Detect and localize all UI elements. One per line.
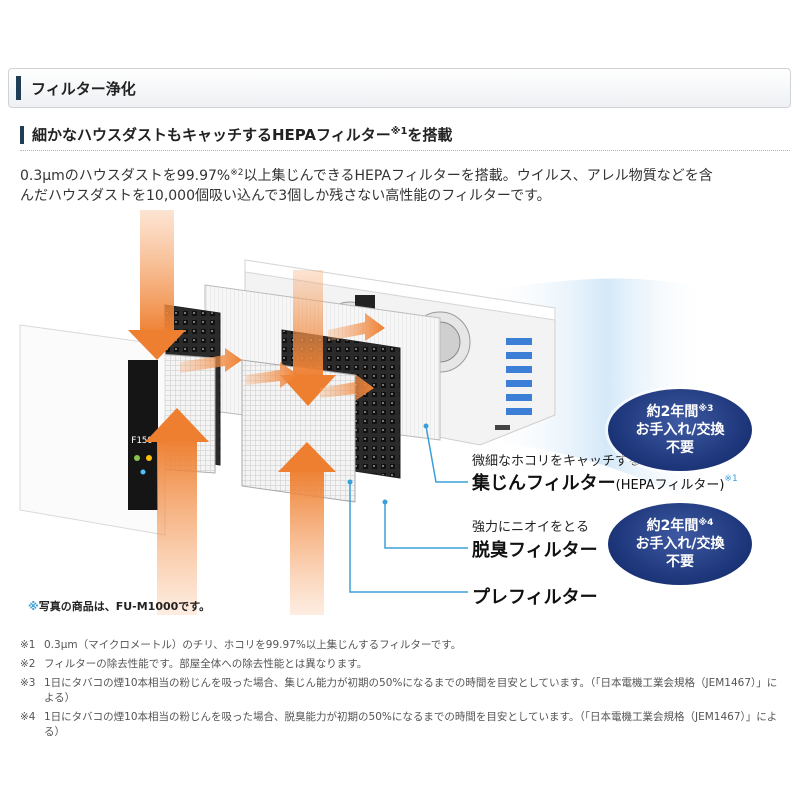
footnote-text: 1日にタバコの煙10本相当の粉じんを吸った場合、脱臭能力が初期の50%になるまで… xyxy=(44,711,778,738)
hepa-label-sup: ※1 xyxy=(724,474,738,484)
footnotes: ※1 0.3μm（マイクロメートル）のチリ、ホコリを99.97%以上集じんするフィ… xyxy=(20,638,780,744)
bubble-line-3: 不要 xyxy=(666,440,694,456)
heading-main: 細かなハウスダストもキャッチするHEPAフィルター xyxy=(32,126,391,144)
leader-lines xyxy=(347,423,468,593)
bubble-sup: ※3 xyxy=(698,404,714,414)
hepa-label-paren: (HEPAフィルター) xyxy=(615,478,725,493)
footnote: ※1 0.3μm（マイクロメートル）のチリ、ホコリを99.97%以上集じんするフィ… xyxy=(20,638,780,653)
bubble-line-2: お手入れ/交換 xyxy=(635,536,725,552)
maintenance-bubble-hepa: 約2年間※3 お手入れ/交換 不要 xyxy=(608,389,752,471)
filter-illustration: F150 xyxy=(19,210,710,615)
bubble-line-1: 約2年間※4 xyxy=(608,514,752,535)
footnote-key: ※1 xyxy=(20,639,36,651)
photo-note: ※写真の商品は、FU-M1000です。 xyxy=(28,598,210,614)
footnote: ※2 フィルターの除去性能です。部屋全体への除去性能とは異なります。 xyxy=(20,657,780,672)
footnote-text: フィルターの除去性能です。部屋全体への除去性能とは異なります。 xyxy=(44,658,368,670)
photo-note-mark: ※ xyxy=(28,600,39,613)
footnote: ※3 1日にタバコの煙10本相当の粉じんを吸った場合、集じん能力が初期の50%にな… xyxy=(20,676,780,706)
deodorizing-label: 脱臭フィルター xyxy=(472,540,598,561)
bubble-line-1: 約2年間※3 xyxy=(608,400,752,421)
footnote-key: ※3 xyxy=(20,677,36,689)
footnote-text: 0.3μm（マイクロメートル）のチリ、ホコリを99.97%以上集じんするフィルタ… xyxy=(44,639,462,651)
footnote-key: ※4 xyxy=(20,711,36,723)
heading-suffix: を搭載 xyxy=(407,126,453,144)
arrow-down-left xyxy=(128,210,186,360)
sub-heading-bar xyxy=(20,126,24,144)
bubble-line-2: お手入れ/交換 xyxy=(635,422,725,438)
footnote: ※4 1日にタバコの煙10本相当の粉じんを吸った場合、脱臭能力が初期の50%になる… xyxy=(20,710,780,740)
arrow-up-left xyxy=(145,408,209,615)
display-readout: F150 xyxy=(131,436,153,446)
arrow-right-1 xyxy=(180,348,242,373)
intro-line-2: んだハウスダストを10,000個吸い込んで3個しか残さない高性能のフィルターです… xyxy=(20,188,551,204)
leader-hepa xyxy=(425,425,468,483)
footnote-key: ※2 xyxy=(20,658,36,670)
pre-filter-label: プレフィルター xyxy=(472,587,598,608)
front-panel: F150 xyxy=(19,324,166,536)
heading-sup: ※1 xyxy=(390,126,408,137)
hepa-label-main: 集じんフィルター xyxy=(472,473,616,494)
arrow-down-right xyxy=(280,270,336,406)
arrow-right-4 xyxy=(320,374,374,401)
bubble-line-3: 不要 xyxy=(666,554,694,570)
section-title: フィルター浄化 xyxy=(31,80,136,98)
deodorizing-caption: 強力にニオイをとる xyxy=(472,520,590,535)
arrow-right-2 xyxy=(246,362,298,388)
arrow-right-3 xyxy=(328,313,385,341)
blue-vents xyxy=(506,338,532,415)
bubble-period: 約2年間 xyxy=(646,404,699,420)
footnote-text: 1日にタバコの煙10本相当の粉じんを吸った場合、集じん能力が初期の50%になるま… xyxy=(44,677,778,704)
bubble-sup: ※4 xyxy=(698,518,714,528)
leader-pre xyxy=(349,482,468,593)
sub-heading: 細かなハウスダストもキャッチするHEPAフィルター※1を搭載 xyxy=(20,124,790,151)
airflow-arrows xyxy=(128,210,385,615)
maintenance-bubble-deodorizing: 約2年間※4 お手入れ/交換 不要 xyxy=(608,503,752,585)
intro-line-1: 0.3μmのハウスダストを99.97%※2以上集じんできるHEPAフィルターを搭… xyxy=(20,163,780,186)
intro-line-1a: 0.3μmのハウスダストを99.97% xyxy=(20,168,231,184)
intro-line-1b: 以上集じんできるHEPAフィルターを搭載。ウイルス、アレル物質などを含 xyxy=(243,168,713,184)
intro-paragraph: 0.3μmのハウスダストを99.97%※2以上集じんできるHEPAフィルターを搭… xyxy=(20,163,780,206)
leader-deodorizing xyxy=(384,502,468,549)
sub-heading-text: 細かなハウスダストもキャッチするHEPAフィルター※1を搭載 xyxy=(32,124,452,145)
bubble-period: 約2年間 xyxy=(646,518,699,534)
section-header: フィルター浄化 xyxy=(8,68,791,108)
photo-note-text: 写真の商品は、FU-M1000です。 xyxy=(38,600,211,613)
hepa-caption: 微細なホコリをキャッチする xyxy=(472,454,642,469)
section-header-bar xyxy=(16,76,21,100)
hepa-label: 集じんフィルター(HEPAフィルター)※1 xyxy=(472,469,738,495)
arrow-up-right xyxy=(278,442,336,615)
intro-line-1-sup: ※2 xyxy=(230,168,244,178)
